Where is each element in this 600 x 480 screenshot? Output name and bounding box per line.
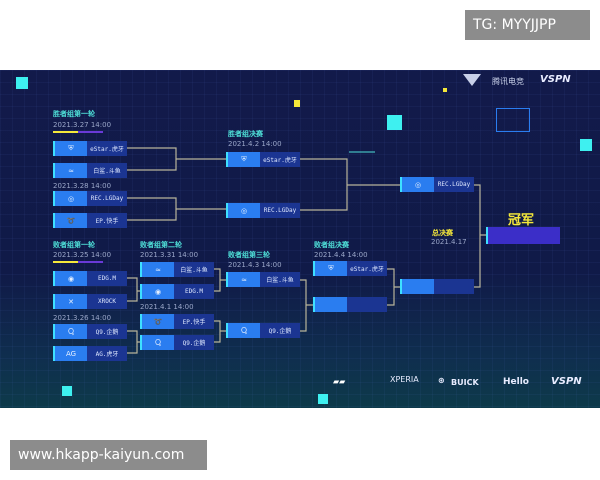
team-logo-icon: ≈ xyxy=(228,272,260,287)
losers-r2-date1: 2021.3.31 14:00 xyxy=(140,251,199,259)
sponsor-vspn: VSPN xyxy=(551,376,582,387)
losers-r2-label: 败者组第二轮 xyxy=(140,241,182,249)
grand-final-label: 总决赛 xyxy=(432,229,453,237)
watermark-top: TG: MYYJJPP xyxy=(465,10,590,40)
team-slot[interactable]: ⛨eStar.虎牙 xyxy=(313,261,387,276)
winners-r1-label: 胜者组第一轮 xyxy=(53,110,95,118)
team-slot[interactable]: ◉EDG.M xyxy=(140,284,214,299)
losers-r3-date: 2021.4.3 14:00 xyxy=(228,261,282,269)
sponsor-buick: BUICK xyxy=(451,378,479,387)
sponsor-game-logo-icon: ▰▰ xyxy=(333,377,346,386)
deco-frame xyxy=(496,108,530,132)
winners-r1-date1: 2021.3.27 14:00 xyxy=(53,121,112,129)
grand-final-date: 2021.4.17 xyxy=(431,238,467,246)
deco-square xyxy=(294,100,300,107)
losers-r1-date1: 2021.3.25 14:00 xyxy=(53,251,112,259)
team-slot-winners-champion[interactable]: ◎REC.LGDay xyxy=(400,177,474,192)
team-logo-icon: AG xyxy=(55,346,87,361)
winners-final-date: 2021.4.2 14:00 xyxy=(228,140,282,148)
sponsor-xperia: XPERIA xyxy=(390,375,419,384)
team-slot[interactable]: ◎REC.LGDay xyxy=(226,203,300,218)
brand-tencent: 腾讯电竞 xyxy=(492,77,524,86)
team-logo-icon: ◉ xyxy=(142,284,174,299)
bracket-lines xyxy=(127,147,486,354)
team-logo-icon: ◎ xyxy=(402,177,434,192)
deco-square xyxy=(318,394,328,404)
team-slot[interactable]: ◉EDG.M xyxy=(53,271,127,286)
team-slot[interactable]: ◎REC.LGDay xyxy=(53,191,127,206)
team-slot[interactable]: ✕XROCK xyxy=(53,294,127,309)
deco-square xyxy=(62,386,72,396)
sponsor-buick-logo-icon: ⊛ xyxy=(438,376,445,385)
sponsor-hello: Hello xyxy=(503,377,529,387)
date-underline xyxy=(53,131,103,133)
team-logo-icon: ⛨ xyxy=(315,261,347,276)
team-logo-icon: Ⴓ xyxy=(55,324,87,339)
champion-label: 冠军 xyxy=(508,213,535,228)
losers-r2-date2: 2021.4.1 14:00 xyxy=(140,303,194,311)
losers-final-label: 败者组决赛 xyxy=(314,241,349,249)
team-slot[interactable]: ≈白鲨.斗鱼 xyxy=(140,262,214,277)
team-slot[interactable]: ➰EP.快手 xyxy=(53,213,127,228)
losers-final-date: 2021.4.4 14:00 xyxy=(314,251,368,259)
losers-r3-label: 败者组第三轮 xyxy=(228,251,270,259)
deco-square xyxy=(16,77,28,89)
watermark-bottom: www.hkapp-kaiyun.com xyxy=(10,440,207,470)
deco-square xyxy=(443,88,447,92)
team-logo-icon: ⛨ xyxy=(55,141,87,156)
team-logo-icon: Ⴓ xyxy=(228,323,260,338)
team-logo-icon: Ⴓ xyxy=(142,335,174,350)
team-slot-grand-final-empty[interactable] xyxy=(400,279,474,294)
team-logo-icon: ➰ xyxy=(142,314,174,329)
team-logo-icon: ⛨ xyxy=(228,152,260,167)
losers-r1-date2: 2021.3.26 14:00 xyxy=(53,314,112,322)
team-slot[interactable]: ≈白鲨.斗鱼 xyxy=(53,163,127,178)
team-slot[interactable]: ⛨eStar.虎牙 xyxy=(53,141,127,156)
team-logo-icon: ✕ xyxy=(55,294,87,309)
bracket-stage: 腾讯电竞 VSPN 胜者组第一轮 2021.3.27 14:00 ⛨eStar.… xyxy=(0,70,600,408)
deco-square xyxy=(387,115,402,130)
team-slot[interactable]: ≈白鲨.斗鱼 xyxy=(226,272,300,287)
team-logo-icon: ◎ xyxy=(228,203,260,218)
winners-final-label: 胜者组决赛 xyxy=(228,130,263,138)
team-slot[interactable]: ⛨eStar.虎牙 xyxy=(226,152,300,167)
team-slot-empty[interactable] xyxy=(313,297,387,312)
deco-square xyxy=(580,139,592,151)
winners-r1-date2: 2021.3.28 14:00 xyxy=(53,182,112,190)
date-underline xyxy=(53,261,103,263)
team-logo-icon: ◎ xyxy=(55,191,87,206)
team-slot[interactable]: ➰EP.快手 xyxy=(140,314,214,329)
tencent-logo-icon xyxy=(463,74,481,86)
team-logo-icon: ≈ xyxy=(142,262,174,277)
team-logo-icon: ◉ xyxy=(55,271,87,286)
losers-r1-label: 败者组第一轮 xyxy=(53,241,95,249)
team-logo-icon: ≈ xyxy=(55,163,87,178)
brand-vspn: VSPN xyxy=(540,74,571,85)
champion-slot[interactable] xyxy=(486,227,560,244)
team-logo-icon: ➰ xyxy=(55,213,87,228)
